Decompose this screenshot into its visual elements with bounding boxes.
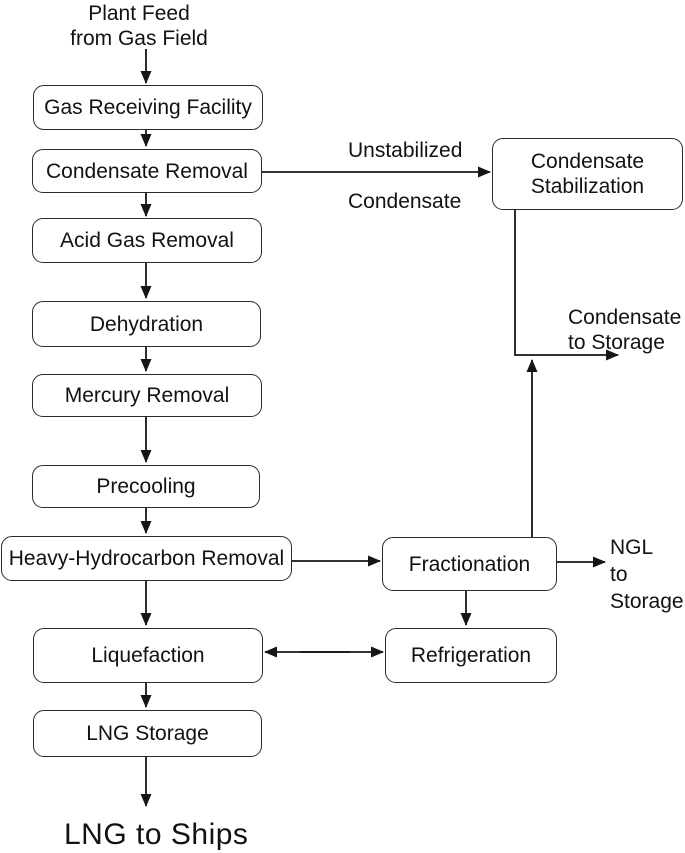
box-gas-receiving-facility: Gas Receiving Facility [33,85,263,130]
plant-feed-label: Plant Feed from Gas Field [39,1,239,51]
condensate-to-storage-label: Condensate to Storage [568,305,681,355]
box-liquefaction: Liquefaction [33,628,263,683]
box-heavy-hydrocarbon-removal: Heavy-Hydrocarbon Removal [1,536,292,581]
plant-feed-line1: Plant Feed [88,2,190,25]
box-refrigeration: Refrigeration [385,628,557,683]
condensate-label: Condensate [348,190,462,213]
box-dehydration: Dehydration [32,301,261,347]
ngl-line3: Storage [610,590,684,613]
box-lng-storage: LNG Storage [33,710,262,757]
condensate-to-storage-line2: to Storage [568,331,665,354]
unstabilized-label: Unstabilized [348,139,463,162]
plant-feed-line2: from Gas Field [70,27,208,50]
ngl-to-storage-label: NGL to Storage [610,534,684,615]
box-condensate-stabilization: Condensate Stabilization [492,138,683,210]
lng-to-ships-label: LNG to Ships [64,818,249,851]
ngl-line2: to [610,563,628,586]
box-acid-gas-removal: Acid Gas Removal [32,218,262,263]
box-condensate-removal: Condensate Removal [32,149,262,193]
condensate-to-storage-line1: Condensate [568,306,682,329]
ngl-line1: NGL [610,536,654,559]
box-mercury-removal: Mercury Removal [32,374,262,417]
box-fractionation: Fractionation [382,537,557,591]
box-precooling: Precooling [32,465,260,508]
arrow-stabilization-to-condensate-storage [514,210,619,361]
